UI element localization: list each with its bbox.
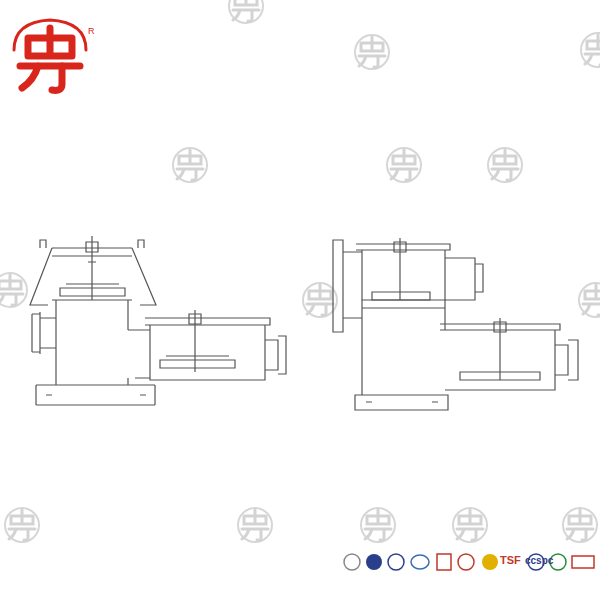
certification-icons (344, 554, 594, 570)
certification-mark: TSF (500, 555, 521, 566)
valve-right (333, 238, 578, 410)
valve-left (30, 236, 286, 405)
trademark-mark: R (88, 27, 95, 36)
certification-mark: ccspc (525, 556, 553, 566)
watermark (0, 0, 600, 542)
brand-logo (14, 20, 86, 90)
